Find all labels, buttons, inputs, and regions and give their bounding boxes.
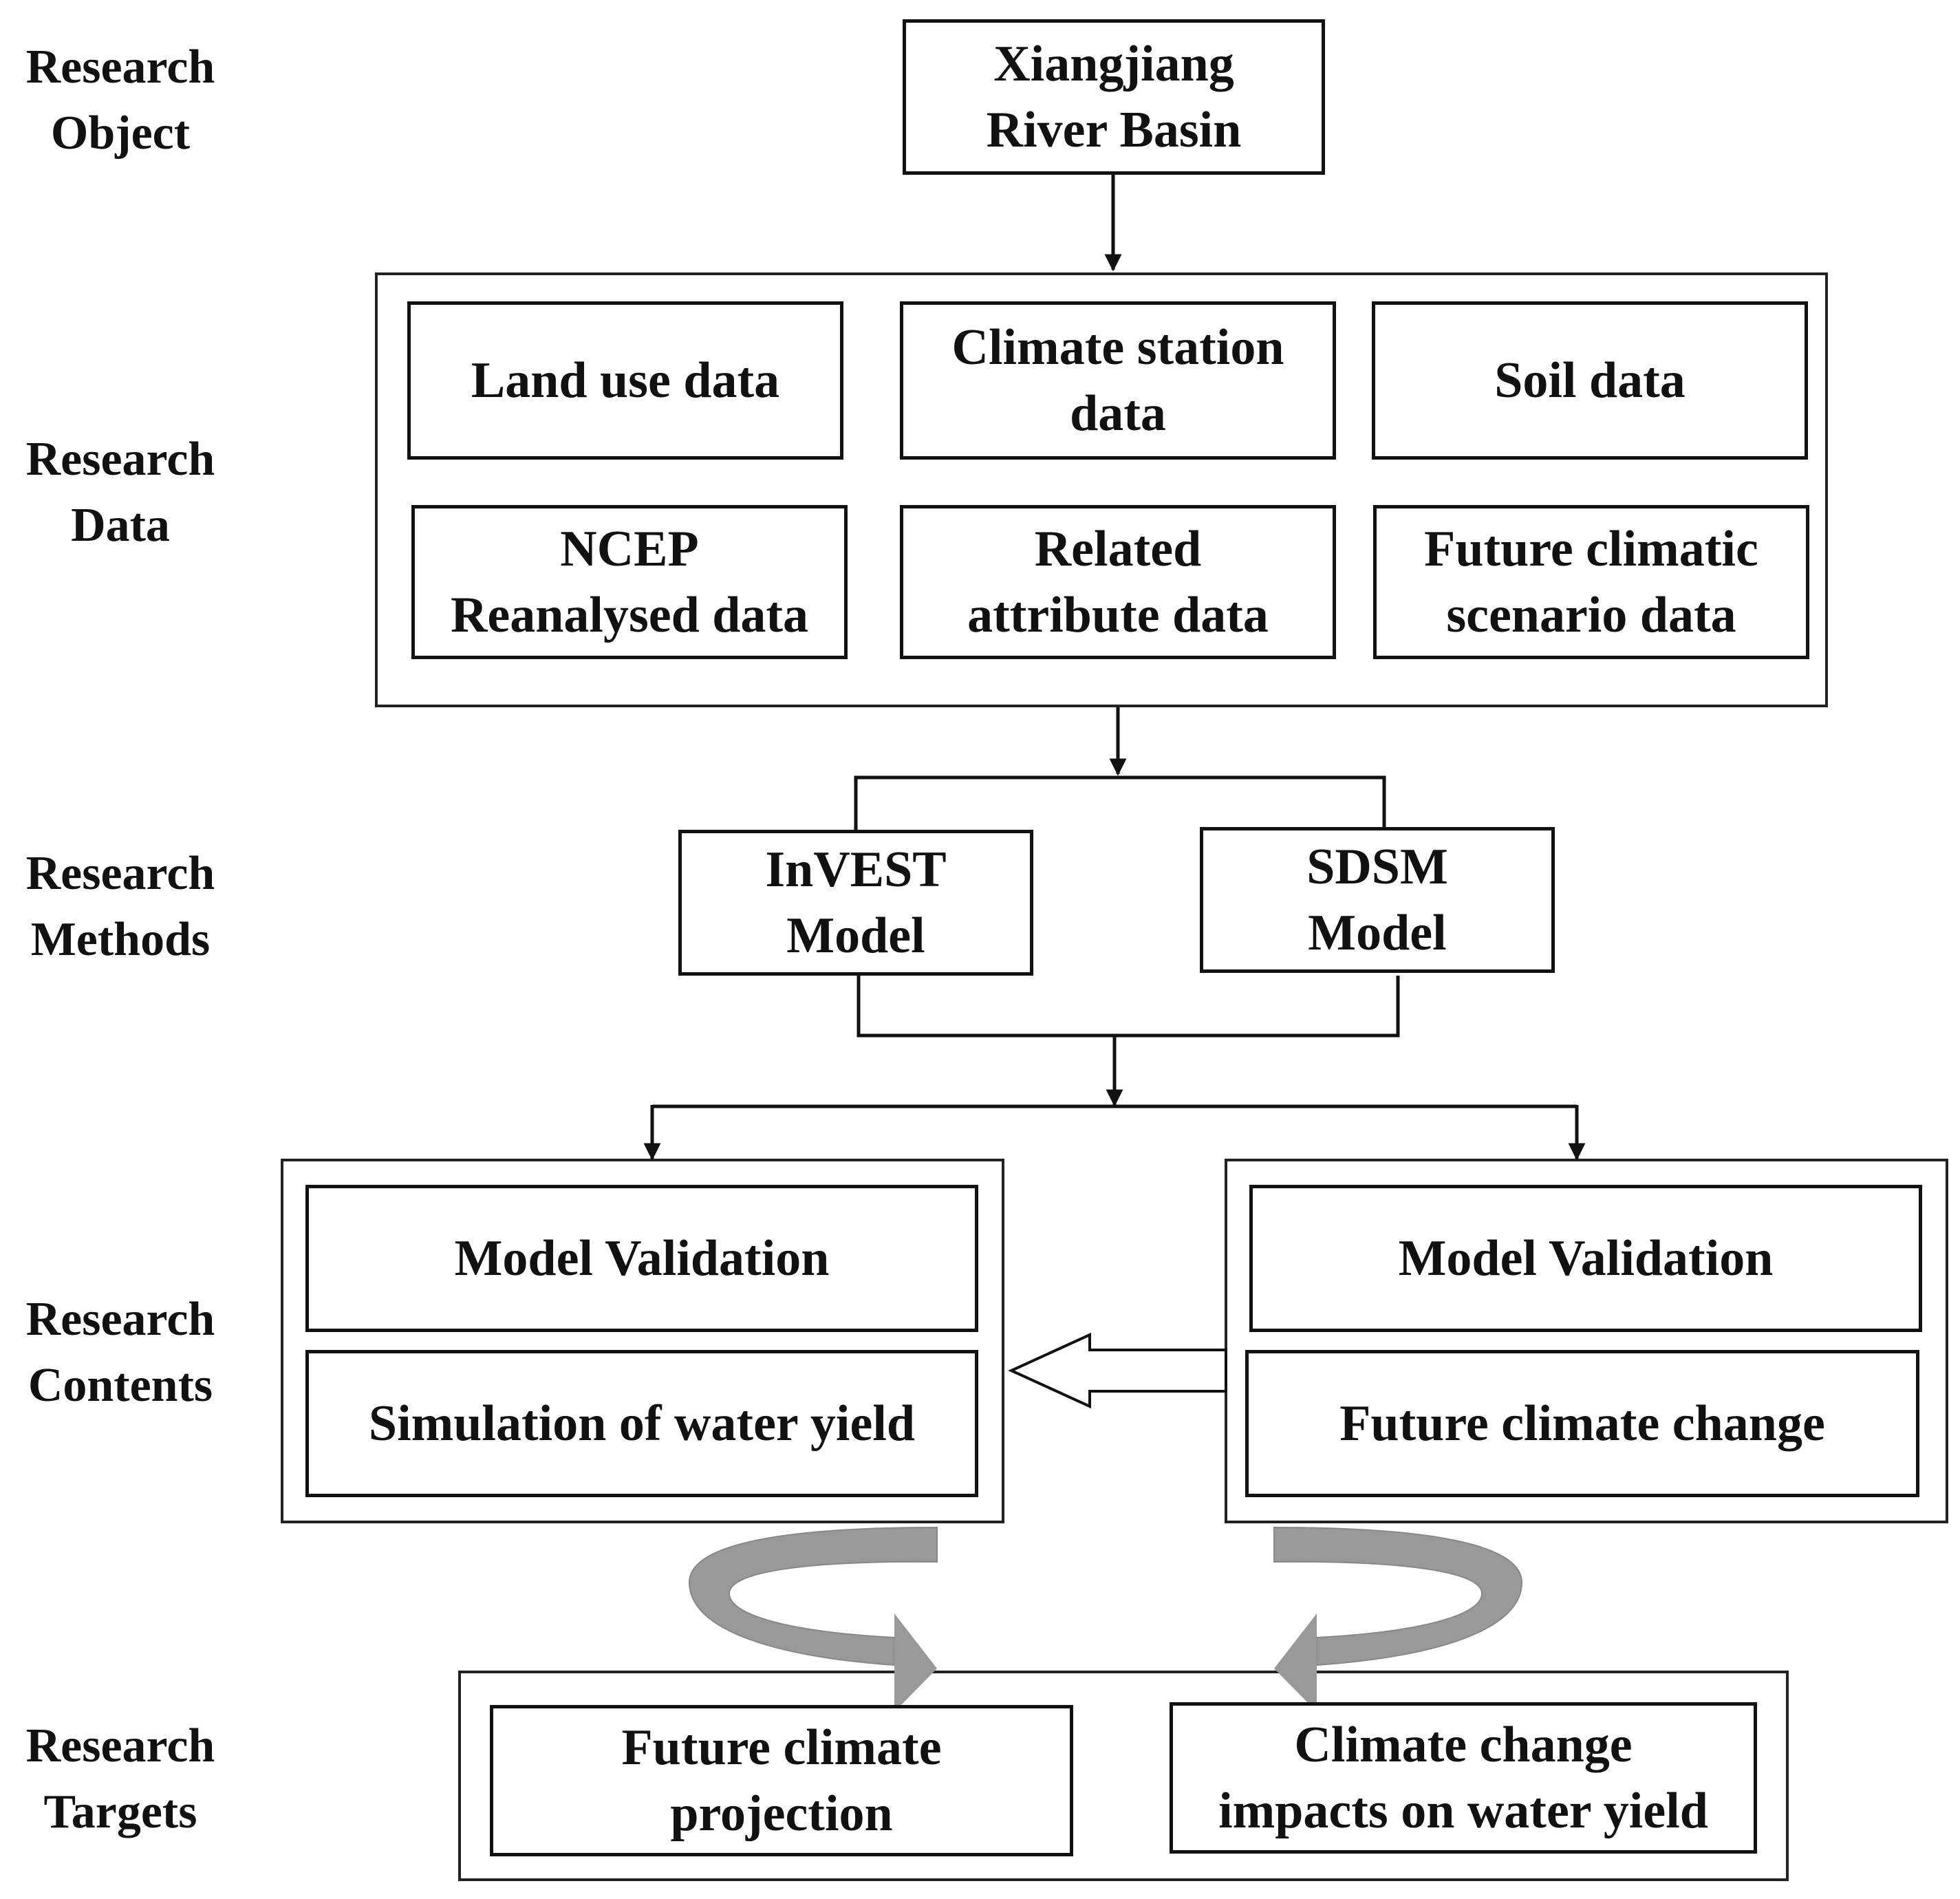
- box-simulation-water-yield: Simulation of water yield: [305, 1350, 978, 1497]
- box-land-use-data: Land use data: [407, 301, 843, 460]
- box-future-climate-change: Future climate change: [1245, 1350, 1919, 1497]
- box-soil-data: Soil data: [1372, 301, 1808, 460]
- box-model-validation-left: Model Validation: [305, 1185, 978, 1332]
- curved-arrow-right: [1273, 1526, 1523, 1712]
- connector-methods-split: [854, 775, 1386, 833]
- hollow-arrow-left: [1008, 1332, 1227, 1409]
- box-model-validation-right: Model Validation: [1249, 1185, 1922, 1332]
- connector-methods-merge: [857, 976, 1400, 1038]
- curved-arrow-left: [688, 1526, 938, 1712]
